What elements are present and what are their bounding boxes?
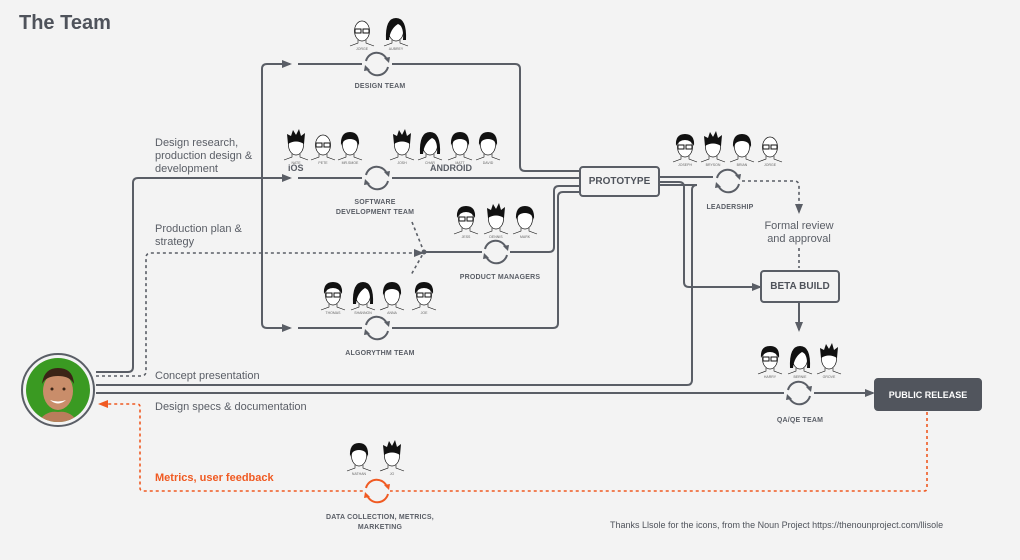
person-name: MATT [455, 161, 465, 165]
person-name: JO [389, 472, 395, 476]
connector-trunk-algo [261, 178, 292, 332]
person-icon-qa [787, 346, 813, 375]
person-icon-algorythm [411, 282, 437, 311]
person-name: CHAR [425, 161, 435, 165]
person-name: JORGE [763, 163, 777, 167]
person-name: JESS [461, 235, 471, 239]
person-icon-android [447, 132, 473, 161]
person-icon-qa [816, 343, 842, 375]
person-icon-algorythm [320, 282, 346, 311]
person-icon-ios [283, 129, 309, 161]
person-name: JORGE [355, 47, 369, 51]
cycle-icon-algorythm [364, 315, 390, 341]
person-icon-leadership [700, 131, 726, 163]
person-name: JOSH [397, 161, 407, 165]
connector-trunk-design [261, 60, 292, 178]
person-name: ANNA [387, 311, 397, 315]
person-name: MARK [519, 235, 531, 239]
cycle-icon-design [364, 51, 390, 77]
person-icon-product [453, 206, 479, 235]
team-label-software: SOFTWARE DEVELOPMENT TEAM [335, 199, 415, 216]
person-name: BRIAN [736, 163, 748, 167]
connector-feedback [98, 400, 928, 492]
person-icon-algorythm [350, 282, 376, 311]
person-name: SHANNON [354, 311, 372, 315]
team-label-design: DESIGN TEAM [354, 83, 406, 90]
person-icon-leadership [672, 134, 698, 163]
person-name: DAVID [482, 161, 494, 165]
connector-plan [96, 249, 424, 377]
person-icon-android [389, 129, 415, 161]
person-icon-data [379, 440, 405, 472]
cycle-icon-software [364, 165, 390, 191]
person-name: BRYSON [705, 163, 721, 167]
person-icon-leadership [729, 134, 755, 163]
team-label-product: PRODUCT MANAGERS [459, 274, 541, 281]
team-label-leadership: LEADERSHIP [706, 204, 754, 211]
flow-label-design-specs: Design specs & documentation [155, 401, 307, 413]
cycle-icon-product [483, 239, 509, 265]
person-name: HARRY [763, 375, 777, 379]
cycle-icon-leadership [715, 168, 741, 194]
flow-label-metrics-feedback: Metrics, user feedback [155, 472, 274, 484]
person-name: NATHAN [351, 472, 367, 476]
person-name: DENNIS [489, 235, 503, 239]
person-icon-leadership [757, 136, 783, 163]
person-icon-design [383, 18, 409, 47]
flow-label-design-research: Design research, production design & dev… [155, 137, 253, 175]
connector-avatar-trunk [96, 177, 262, 373]
sub-label-android: ANDROID [430, 163, 472, 173]
person-name: BERNIE [793, 375, 807, 379]
person-icon-algorythm [379, 282, 405, 311]
cycle-icon-data [364, 478, 390, 504]
page-title: The Team [19, 12, 111, 34]
person-name: AUBREY [388, 47, 404, 51]
person-name: JOSEPH [677, 163, 692, 167]
flow-label-formal-review: Formal review and approval [764, 220, 834, 245]
person-icon-product [483, 203, 509, 235]
person-name: THOMAS [325, 311, 341, 315]
person-name: NATE [291, 161, 301, 165]
person-name: GROVE [822, 375, 836, 379]
team-label-algorythm: ALGORYTHM TEAM [345, 350, 415, 357]
team-label-qa: QA/QE TEAM [776, 417, 824, 424]
milestone-beta-build[interactable]: BETA BUILD [760, 270, 840, 303]
person-icon-ios [310, 134, 336, 161]
person-icon-data [346, 443, 372, 472]
flow-label-production-plan: Production plan & strategy [155, 223, 242, 248]
milestone-public-release[interactable]: PUBLIC RELEASE [874, 378, 982, 411]
user-avatar [21, 353, 95, 427]
person-name: MR.SMOE [341, 161, 359, 165]
milestone-prototype[interactable]: PROTOTYPE [579, 166, 660, 197]
person-icon-design [349, 20, 375, 47]
person-name: PETE [318, 161, 328, 165]
cycle-icon-qa [786, 380, 812, 406]
person-icon-ios [337, 132, 363, 161]
person-icon-qa [757, 346, 783, 375]
credit-text: Thanks Llsole for the icons, from the No… [610, 520, 944, 530]
sub-label-ios: iOS [288, 163, 304, 173]
person-icon-android [417, 132, 443, 161]
person-icon-android [475, 132, 501, 161]
person-icon-product [512, 206, 538, 235]
user-photo [26, 358, 90, 422]
person-name: JOE [420, 311, 428, 315]
team-label-data: DATA COLLECTION, METRICS, MARKETING [326, 514, 434, 531]
flow-label-concept-presentation: Concept presentation [155, 370, 260, 382]
